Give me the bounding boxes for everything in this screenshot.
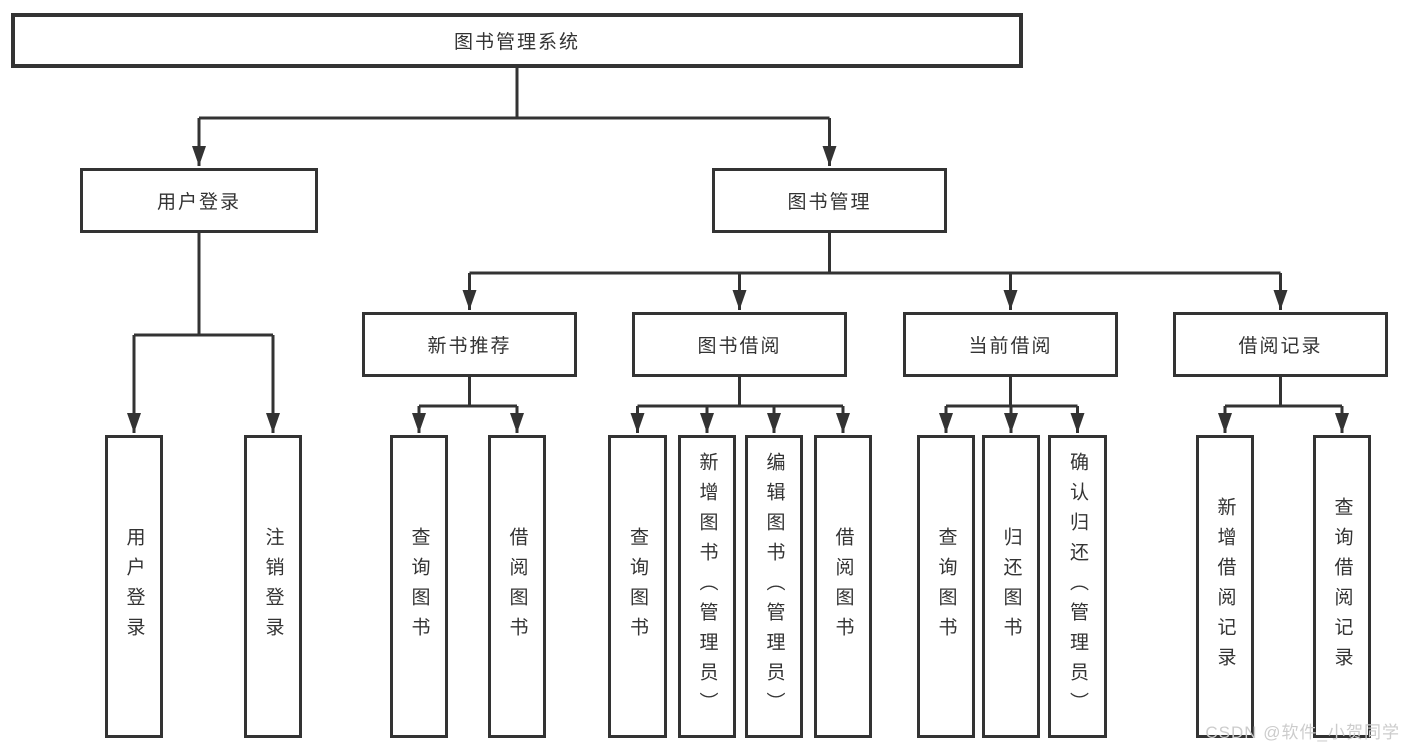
- node-book-borrowing: 图书借阅: [632, 312, 847, 377]
- node-query-books-borrowing-label: 查询图书: [627, 526, 648, 647]
- node-current-borrowing: 当前借阅: [903, 312, 1118, 377]
- node-add-borrow-record: 新增借阅记录: [1196, 435, 1254, 738]
- node-query-borrow-record: 查询借阅记录: [1313, 435, 1371, 738]
- node-borrow-records-label: 借阅记录: [1238, 336, 1323, 357]
- node-new-book-recommend: 新书推荐: [362, 312, 577, 377]
- node-confirm-return-admin: 确认归还（管理员）: [1048, 435, 1107, 738]
- node-user-login-leaf: 用户登录: [105, 435, 163, 738]
- node-add-books-admin-label: 新增图书（管理员）: [696, 451, 718, 722]
- node-return-books: 归还图书: [982, 435, 1040, 738]
- node-borrow-books-borrowing-label: 借阅图书: [832, 526, 854, 647]
- node-add-books-admin: 新增图书（管理员）: [678, 435, 736, 738]
- node-query-books-recommend: 查询图书: [390, 435, 448, 738]
- node-edit-books-admin-label: 编辑图书（管理员）: [763, 451, 785, 722]
- node-query-books-borrowing: 查询图书: [608, 435, 667, 738]
- node-logout-login: 注销登录: [244, 435, 302, 738]
- node-borrow-books-recommend-label: 借阅图书: [506, 526, 528, 647]
- node-query-borrow-record-label: 查询借阅记录: [1331, 496, 1353, 677]
- node-book-management-label: 图书管理: [787, 192, 872, 213]
- node-user-login-leaf-label: 用户登录: [123, 526, 145, 647]
- node-current-borrowing-label: 当前借阅: [968, 336, 1053, 357]
- node-query-books-current-label: 查询图书: [935, 526, 957, 647]
- node-user-login: 用户登录: [80, 168, 318, 233]
- node-borrow-records: 借阅记录: [1173, 312, 1388, 377]
- node-return-books-label: 归还图书: [1000, 526, 1022, 647]
- node-query-books-recommend-label: 查询图书: [408, 526, 430, 647]
- node-borrow-books-borrowing: 借阅图书: [814, 435, 872, 738]
- csdn-watermark: CSDN @软件_小贺同学: [1205, 723, 1400, 742]
- node-library-system-label: 图书管理系统: [453, 32, 580, 53]
- node-new-book-recommend-label: 新书推荐: [427, 336, 512, 357]
- node-library-system: 图书管理系统: [11, 13, 1023, 68]
- node-borrow-books-recommend: 借阅图书: [488, 435, 546, 738]
- node-logout-login-label: 注销登录: [262, 526, 284, 647]
- node-book-management: 图书管理: [712, 168, 947, 233]
- node-book-borrowing-label: 图书借阅: [697, 336, 782, 357]
- node-edit-books-admin: 编辑图书（管理员）: [745, 435, 803, 738]
- node-add-borrow-record-label: 新增借阅记录: [1214, 496, 1236, 677]
- node-user-login-label: 用户登录: [156, 192, 241, 213]
- node-query-books-current: 查询图书: [917, 435, 975, 738]
- node-confirm-return-admin-label: 确认归还（管理员）: [1067, 451, 1088, 722]
